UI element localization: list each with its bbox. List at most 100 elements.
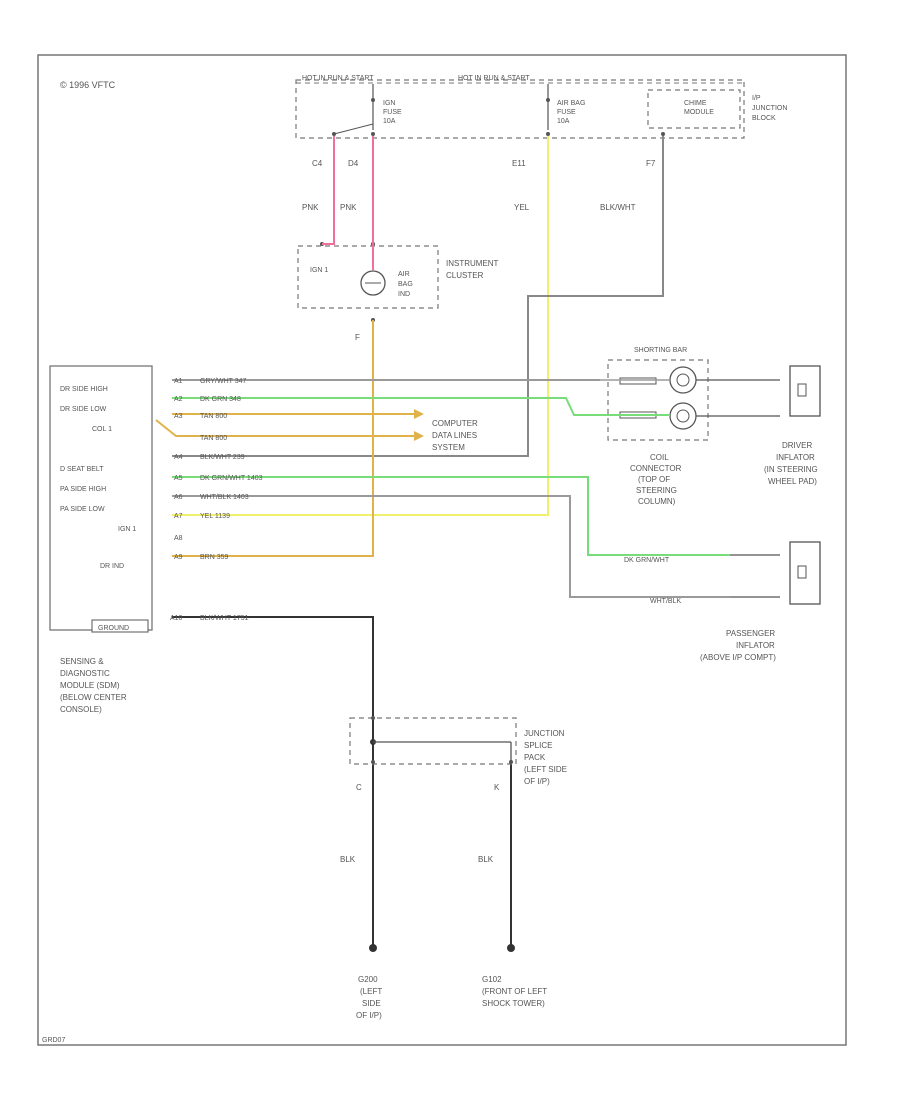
junction-block-label-3: BLOCK <box>752 115 776 122</box>
wire-label-yel: YEL <box>514 203 530 212</box>
sdm-terminal-a4: A4 <box>174 454 183 461</box>
driver-inflator-label-3: (IN STEERING <box>764 465 818 474</box>
diagram-frame <box>37 54 847 1046</box>
sdm-pin-d-seat-belt: D SEAT BELT <box>60 466 104 473</box>
driver-inflator-label-4: WHEEL PAD) <box>768 477 817 486</box>
ground-right-2: (FRONT OF LEFT <box>482 987 547 996</box>
ground-right-1: G102 <box>482 975 502 984</box>
fuse-block-outline <box>295 79 745 139</box>
chime-module-outline <box>647 89 741 129</box>
driver-inflator-label-2: INFLATOR <box>776 453 815 462</box>
splice-pin-c: C <box>356 783 362 792</box>
wire-label-blkwht: BLK/WHT <box>600 203 636 212</box>
data-lines-label-2: DATA LINES <box>432 431 477 440</box>
circuit-blkwht-239: BLK/WHT 239 <box>200 454 245 461</box>
junction-block-label-1: I/P <box>752 95 761 102</box>
sdm-pin-col1: COL 1 <box>92 426 112 433</box>
circuit-tan-800-a: TAN 800 <box>200 413 227 420</box>
circuit-whtblk-1403: WHT/BLK 1403 <box>200 494 249 501</box>
passenger-label-1: PASSENGER <box>726 629 775 638</box>
splice-pin-k: K <box>494 783 500 792</box>
wire-label-blk-right: BLK <box>478 855 494 864</box>
coil-label-5: COLUMN) <box>638 497 676 506</box>
sdm-terminal-a5: A5 <box>174 475 183 482</box>
passenger-circuit-a: DK GRN/WHT <box>624 557 670 564</box>
pin-f7: F7 <box>646 159 656 168</box>
splice-label-2: SPLICE <box>524 741 552 750</box>
bus-label-right: HOT IN RUN & START <box>458 75 530 82</box>
sdm-terminal-a1: A1 <box>174 378 183 385</box>
sdm-label-2: DIAGNOSTIC <box>60 669 110 678</box>
airbag-fuse-label-1: AIR BAG <box>557 100 585 107</box>
sdm-terminal-a10: A10 <box>170 615 183 622</box>
cluster-ind-2: BAG <box>398 281 413 288</box>
circuit-yel-1139: YEL 1139 <box>200 513 230 520</box>
sdm-pin-pa-side-high: PA SIDE HIGH <box>60 486 106 493</box>
data-lines-label-3: SYSTEM <box>432 443 465 452</box>
driver-inflator-body <box>789 365 821 417</box>
sdm-pin-dr-side-high: DR SIDE HIGH <box>60 386 108 393</box>
bus-label-left: HOT IN RUN & START <box>302 75 374 82</box>
wire-dkgrn-348 <box>172 397 600 416</box>
coil-label-3: (TOP OF <box>638 475 670 484</box>
junction-splice-pack: JUNCTION SPLICE PACK (LEFT SIDE OF I/P) … <box>349 716 567 792</box>
sdm-outline <box>49 365 153 631</box>
cluster-outline <box>297 245 439 309</box>
coil-connector-outline <box>607 359 709 441</box>
ground-g102: G102 (FRONT OF LEFT SHOCK TOWER) <box>482 944 547 1008</box>
splice-label-5: OF I/P) <box>524 777 550 786</box>
data-lines-label-1: COMPUTER <box>432 419 478 428</box>
sdm-label-5: CONSOLE) <box>60 705 102 714</box>
ground-left-1: G200 <box>358 975 378 984</box>
circuit-blkwht-1751: BLK/WHT 1751 <box>200 615 249 622</box>
wire-whtblk-1403 <box>172 495 730 598</box>
coil-label-4: STEERING <box>636 486 677 495</box>
sdm-pin-ign1: IGN 1 <box>118 526 136 533</box>
splice-label-3: PACK <box>524 753 546 762</box>
wire-tan-800-b <box>155 419 414 437</box>
cluster-pin-f: F <box>355 333 360 342</box>
ign-fuse-label-3: 10A <box>383 118 396 125</box>
sdm-terminal-a6: A6 <box>174 494 183 501</box>
airbag-fuse-label-2: FUSE <box>557 109 576 116</box>
coil-connector-lower <box>669 402 697 430</box>
ground-left-2: (LEFT <box>360 987 382 996</box>
coil-label-2: CONNECTOR <box>630 464 682 473</box>
sdm-label-4: (BELOW CENTER <box>60 693 127 702</box>
ip-junction-block: HOT IN RUN & START HOT IN RUN & START IG… <box>295 75 787 168</box>
wire-label-pnk-b: PNK <box>340 203 357 212</box>
sdm-label-3: MODULE (SDM) <box>60 681 120 690</box>
sdm-terminal-a8: A8 <box>174 535 183 542</box>
ign-fuse-label-2: FUSE <box>383 109 402 116</box>
passenger-inflator-body <box>789 541 821 605</box>
sdm-pin-dr-ind: DR IND <box>100 563 124 570</box>
coil-label-1: COIL <box>650 453 669 462</box>
sdm-terminal-a9: A9 <box>174 554 183 561</box>
cluster-ind-1: AIR <box>398 271 410 278</box>
passenger-circuit-b: WHT/BLK <box>650 598 681 605</box>
cluster-label-1: INSTRUMENT <box>446 259 499 268</box>
driver-inflator: DRIVER INFLATOR (IN STEERING WHEEL PAD) <box>764 365 821 486</box>
sdm-pin-pa-side-low: PA SIDE LOW <box>60 506 105 513</box>
copyright-text: © 1996 VFTC <box>60 80 116 90</box>
sdm-terminal-a2: A2 <box>174 396 183 403</box>
sdm-module: DR SIDE HIGH DR SIDE LOW COL 1 D SEAT BE… <box>49 365 263 714</box>
sdm-label-1: SENSING & <box>60 657 104 666</box>
splice-pack-outline <box>349 717 517 765</box>
wire-label-blk-left: BLK <box>340 855 356 864</box>
cluster-ind-3: IND <box>398 291 410 298</box>
driver-inflator-label-1: DRIVER <box>782 441 812 450</box>
ground-g200: G200 (LEFT SIDE OF I/P) <box>356 944 382 1020</box>
wire-blkwht-1751 <box>172 616 374 945</box>
passenger-label-2: INFLATOR <box>736 641 775 650</box>
wire-pnk-a <box>322 136 335 245</box>
wire-blkwht-239 <box>172 136 664 457</box>
sdm-terminal-a7: A7 <box>174 513 183 520</box>
pin-e11: E11 <box>512 159 526 168</box>
ign-fuse-label-1: IGN <box>383 100 395 107</box>
circuit-brn-359: BRN 359 <box>200 554 229 561</box>
circuit-grywht-347: GRY/WHT 347 <box>200 378 247 385</box>
ground-point-left <box>369 944 377 952</box>
passenger-label-3: (ABOVE I/P COMPT) <box>700 653 776 662</box>
